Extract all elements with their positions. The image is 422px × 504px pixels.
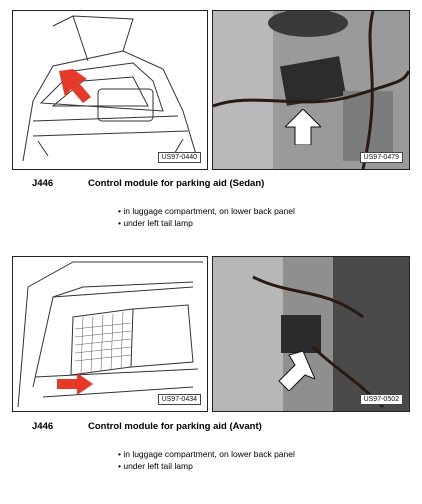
red-arrow-icon [59,69,91,103]
location-item: in luggage compartment, on lower back pa… [118,448,295,460]
avant-cargo-drawing: US97-0434 [12,256,208,412]
sedan-trunk-illustration [22,15,199,162]
sedan-module-image [213,11,409,169]
white-arrow-icon [285,109,321,145]
drawing-tag: US97-0440 [157,152,201,163]
avant-module-photo: US97-0502 [212,256,410,412]
photo-tag: US97-0479 [359,152,403,163]
location-list: in luggage compartment, on lower back pa… [118,448,295,472]
sedan-module-photo: US97-0479 [212,10,410,170]
component-caption: Control module for parking aid (Sedan) [88,178,265,189]
avant-cargo-illustration [17,261,203,408]
component-code: J446 [32,421,54,432]
red-arrow-icon [57,373,93,395]
drawing-tag: US97-0434 [157,394,201,405]
white-arrow-icon [278,351,315,391]
component-code: J446 [32,178,54,189]
location-list: in luggage compartment, on lower back pa… [118,205,295,229]
location-item: under left tail lamp [118,217,295,229]
component-caption: Control module for parking aid (Avant) [88,421,262,432]
location-item: in luggage compartment, on lower back pa… [118,205,295,217]
location-item: under left tail lamp [118,460,295,472]
photo-tag: US97-0502 [359,394,403,405]
avant-module-image [213,257,409,411]
sedan-trunk-drawing: US97-0440 [12,10,208,170]
